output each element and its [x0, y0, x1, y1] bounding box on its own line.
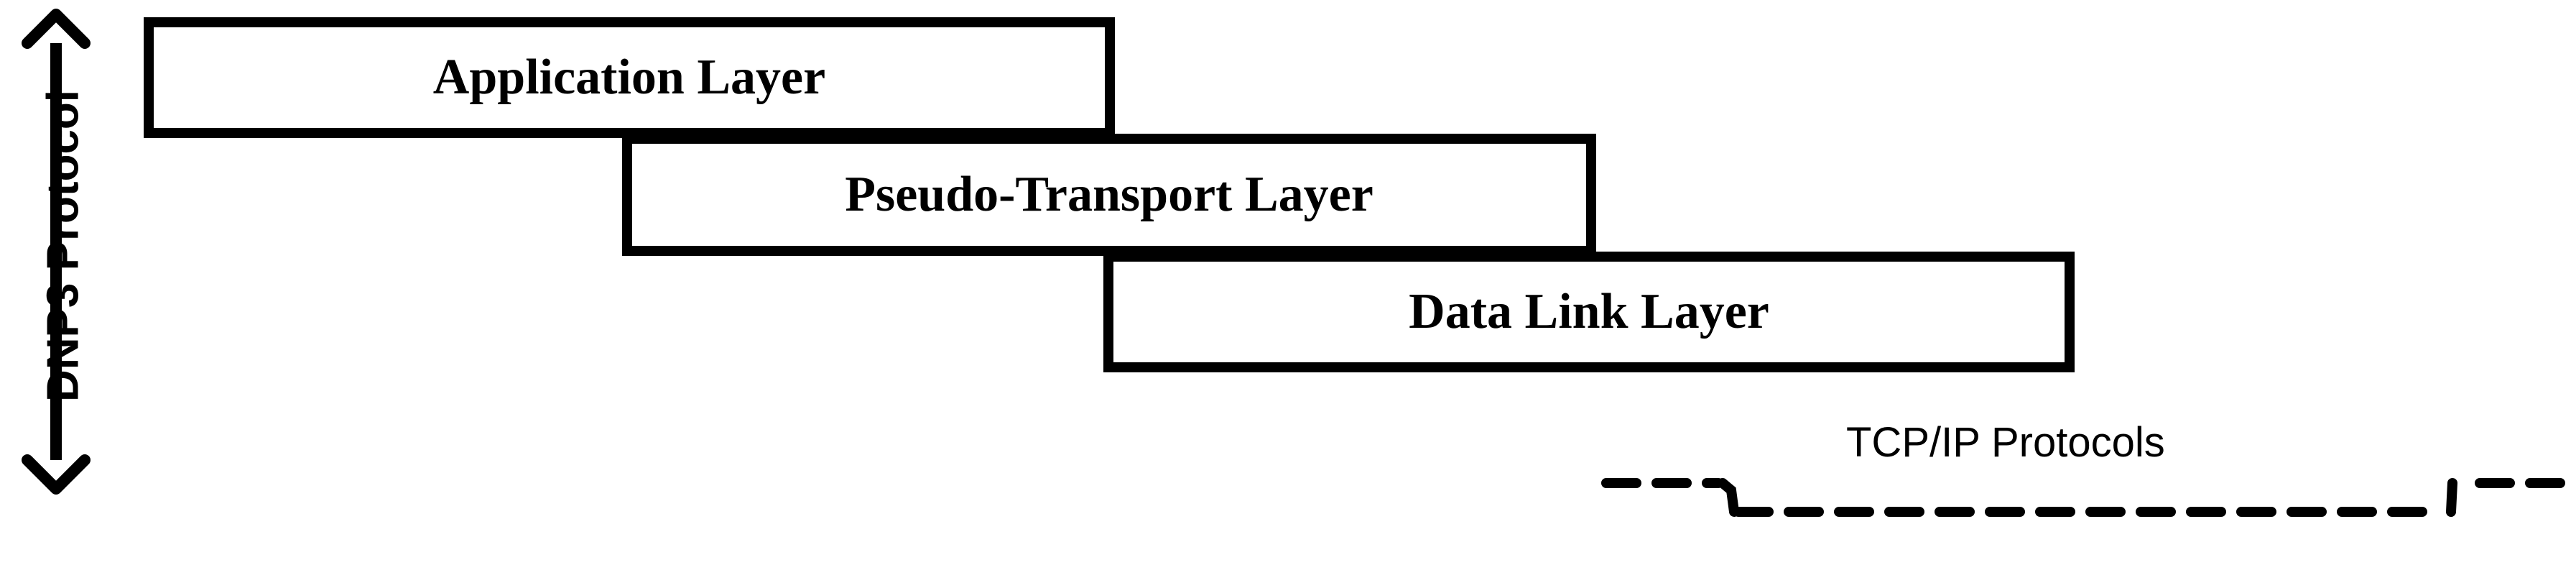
- pseudo-transport-layer-label: Pseudo-Transport Layer: [845, 167, 1373, 222]
- data-link-layer-box: Data Link Layer: [1103, 252, 2075, 372]
- dnp3-protocol-label: DNP3 Protocol: [38, 89, 88, 403]
- data-link-layer-label: Data Link Layer: [1409, 284, 1769, 339]
- tcp-ip-protocols-label: TCP/IP Protocols: [1846, 419, 2165, 466]
- pseudo-transport-layer-box: Pseudo-Transport Layer: [622, 134, 1596, 256]
- application-layer-label: Application Layer: [432, 50, 826, 105]
- tcp-ip-dashed-line: [1601, 478, 2574, 517]
- double-arrow-icon: [22, 9, 91, 495]
- application-layer-box: Application Layer: [144, 17, 1115, 138]
